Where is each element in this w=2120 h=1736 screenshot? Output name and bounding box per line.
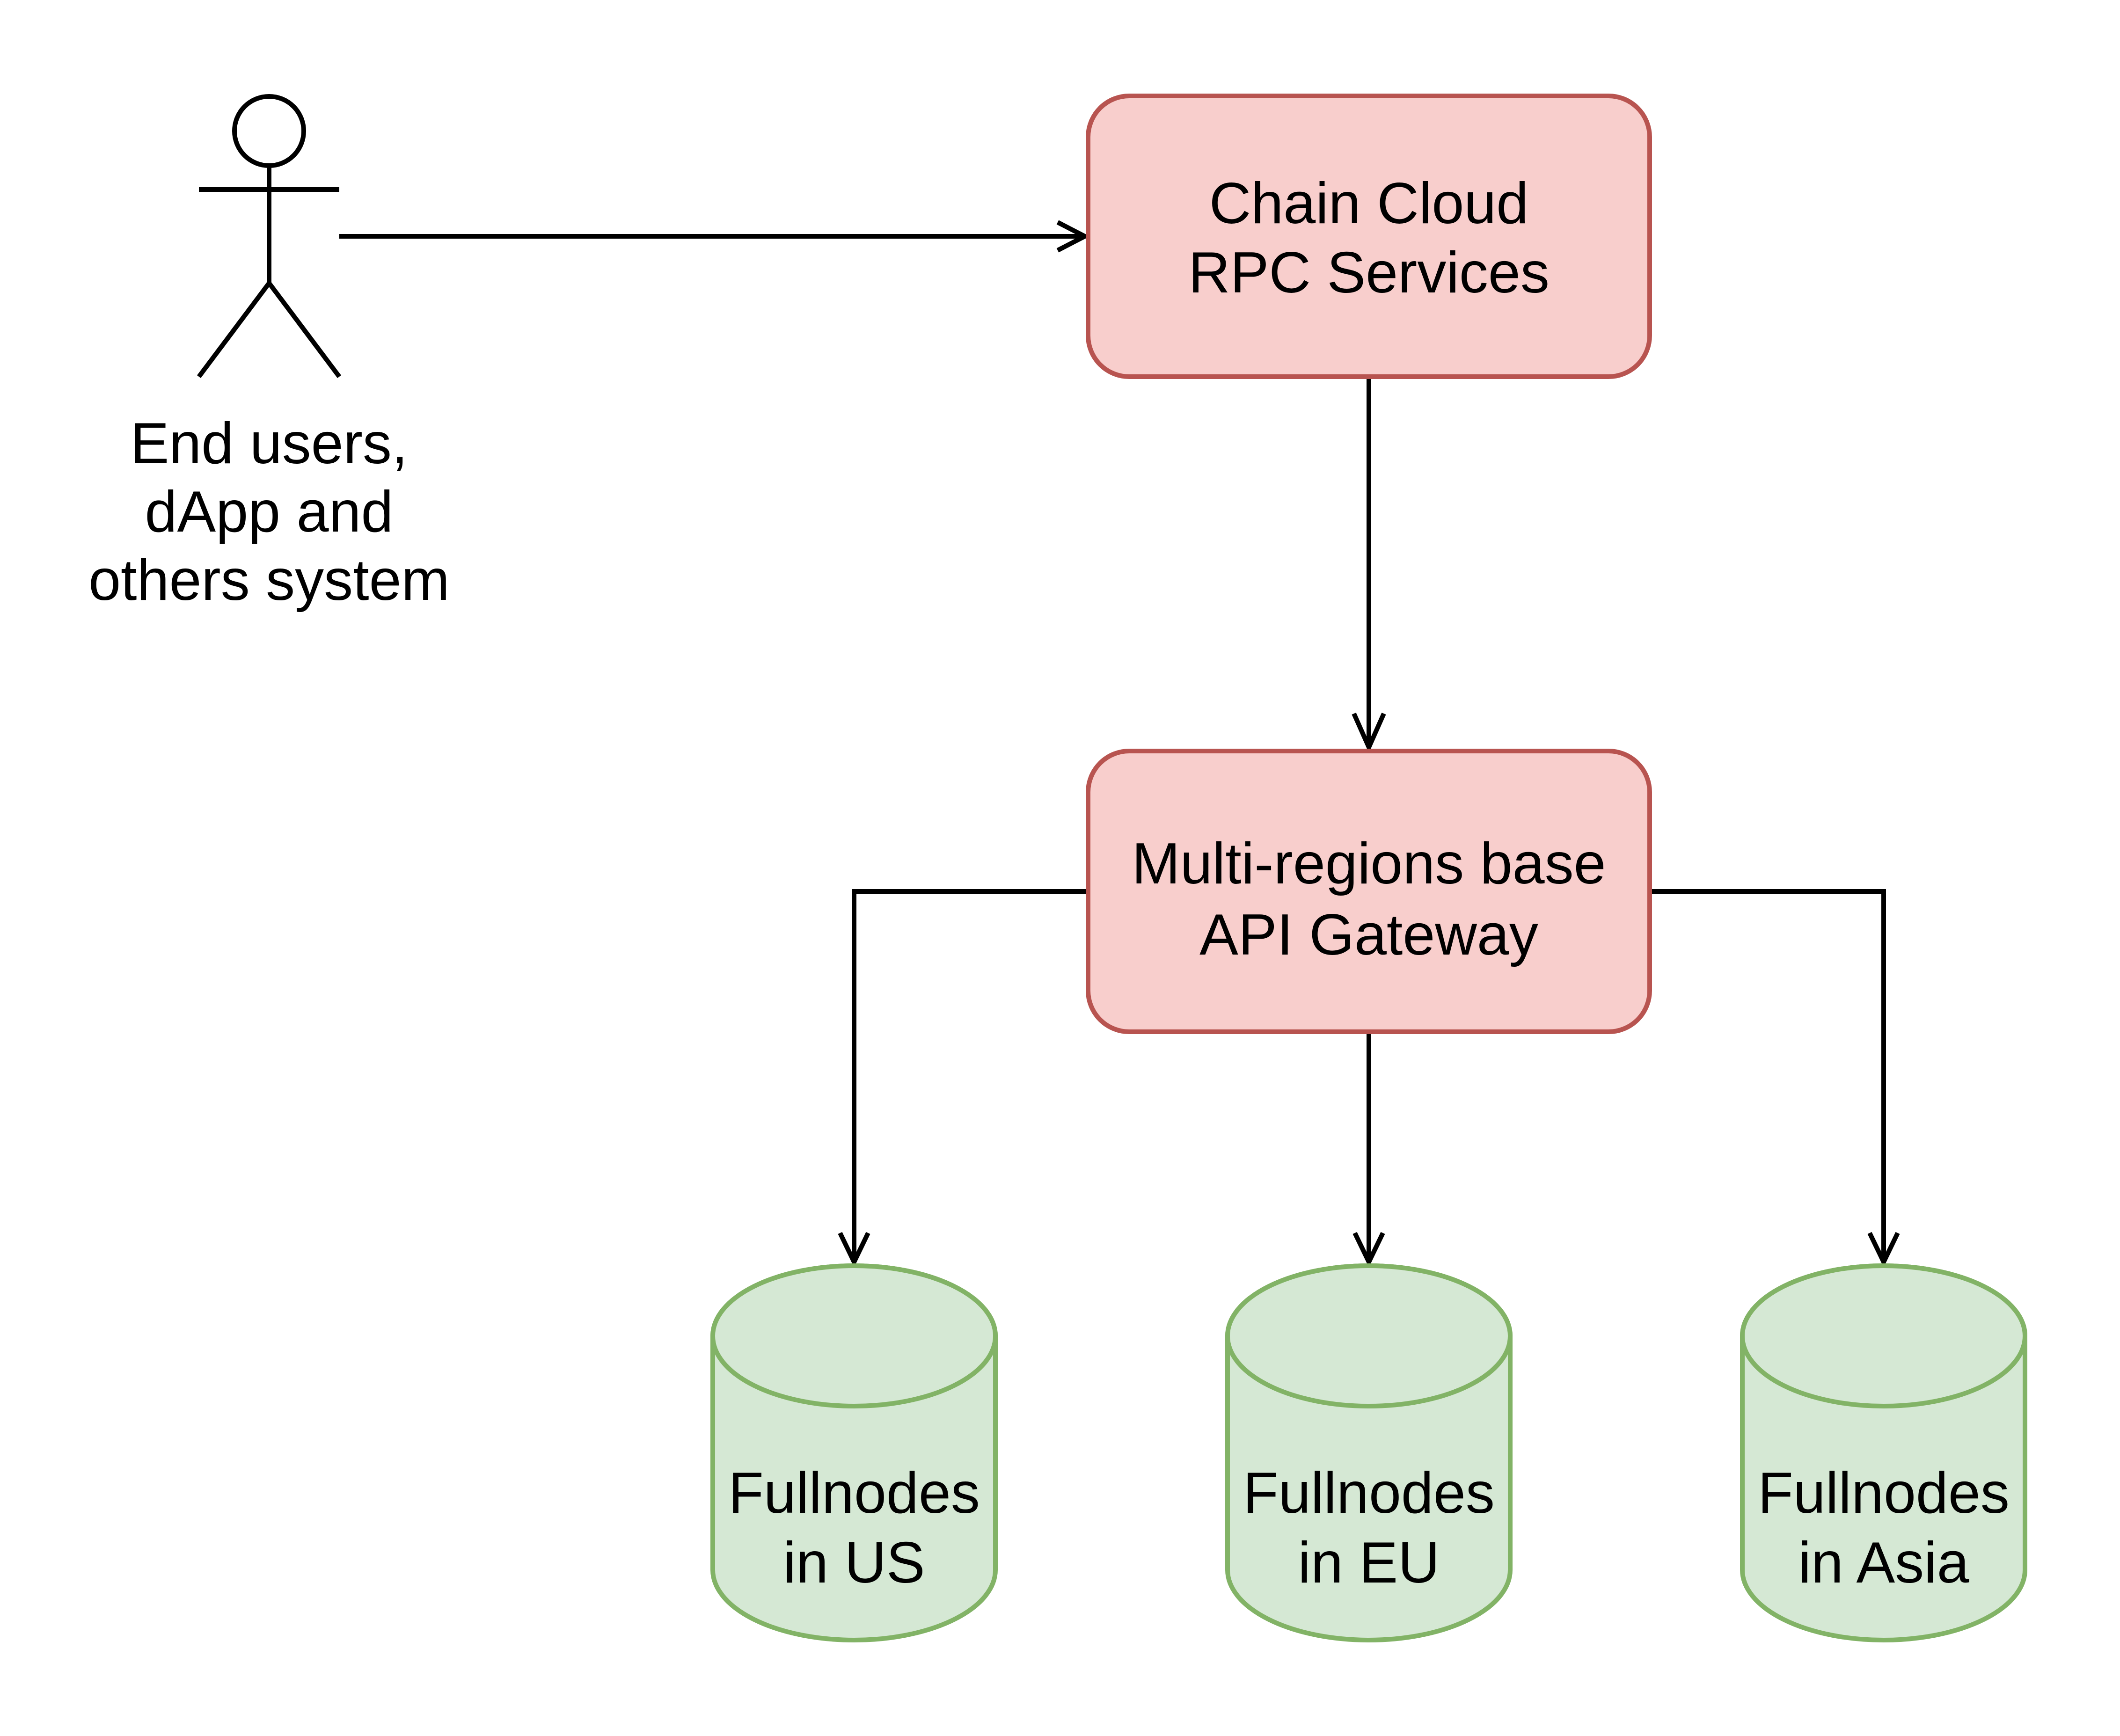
- rpc-services-shape: [1086, 94, 1652, 379]
- database-label-line-1: Fullnodes: [1243, 1461, 1495, 1525]
- database-label-line-2: in Asia: [1798, 1531, 1969, 1595]
- actor-right-leg: [267, 282, 341, 378]
- rpc-services-box[interactable]: Chain Cloud RPC Services: [1086, 94, 1652, 379]
- database-label-line-2: in EU: [1298, 1531, 1440, 1595]
- arrowhead-icon: [1352, 1232, 1385, 1268]
- edge-gateway-to-us[interactable]: [838, 889, 1086, 1268]
- api-gateway-box[interactable]: Multi-regions base API Gateway: [1086, 749, 1652, 1034]
- edge-line: [852, 889, 1086, 1261]
- actor-left-leg: [197, 282, 271, 378]
- actor-label-line-2: dApp and: [145, 480, 394, 544]
- database-label-line-1: Fullnodes: [728, 1461, 980, 1525]
- database-cylinder-top: [1740, 1263, 2027, 1408]
- actor-label-line-1: End users,: [131, 411, 408, 476]
- arrowhead-icon: [1867, 1232, 1900, 1268]
- edge-gateway-to-asia[interactable]: [1652, 889, 1900, 1268]
- api-gateway-shape: [1086, 749, 1652, 1034]
- stick-figure-actor-icon: [197, 94, 341, 378]
- edge-rpc-to-gateway[interactable]: [1352, 379, 1386, 753]
- api-gateway-label-line-1: Multi-regions base: [1132, 832, 1606, 896]
- edge-gateway-to-eu[interactable]: [1352, 1034, 1385, 1268]
- arrowhead-icon: [1352, 712, 1386, 753]
- rpc-services-label-line-2: RPC Services: [1188, 241, 1550, 305]
- database-label-line-1: Fullnodes: [1758, 1461, 2010, 1525]
- api-gateway-label-line-2: API Gateway: [1199, 903, 1538, 967]
- actor[interactable]: End users, dApp and others system: [88, 94, 450, 613]
- database-label-line-2: in US: [783, 1531, 925, 1595]
- actor-label-line-3: others system: [88, 548, 450, 613]
- edge-actor-to-rpc[interactable]: [339, 220, 1090, 253]
- arrowhead-icon: [1056, 220, 1090, 253]
- database-cylinder-top: [710, 1263, 998, 1408]
- edge-line: [1652, 889, 1886, 1261]
- arrowhead-icon: [838, 1232, 870, 1268]
- rpc-services-label-line-1: Chain Cloud: [1209, 171, 1528, 236]
- database-cylinder-top: [1225, 1263, 1513, 1408]
- actor-head: [232, 94, 306, 168]
